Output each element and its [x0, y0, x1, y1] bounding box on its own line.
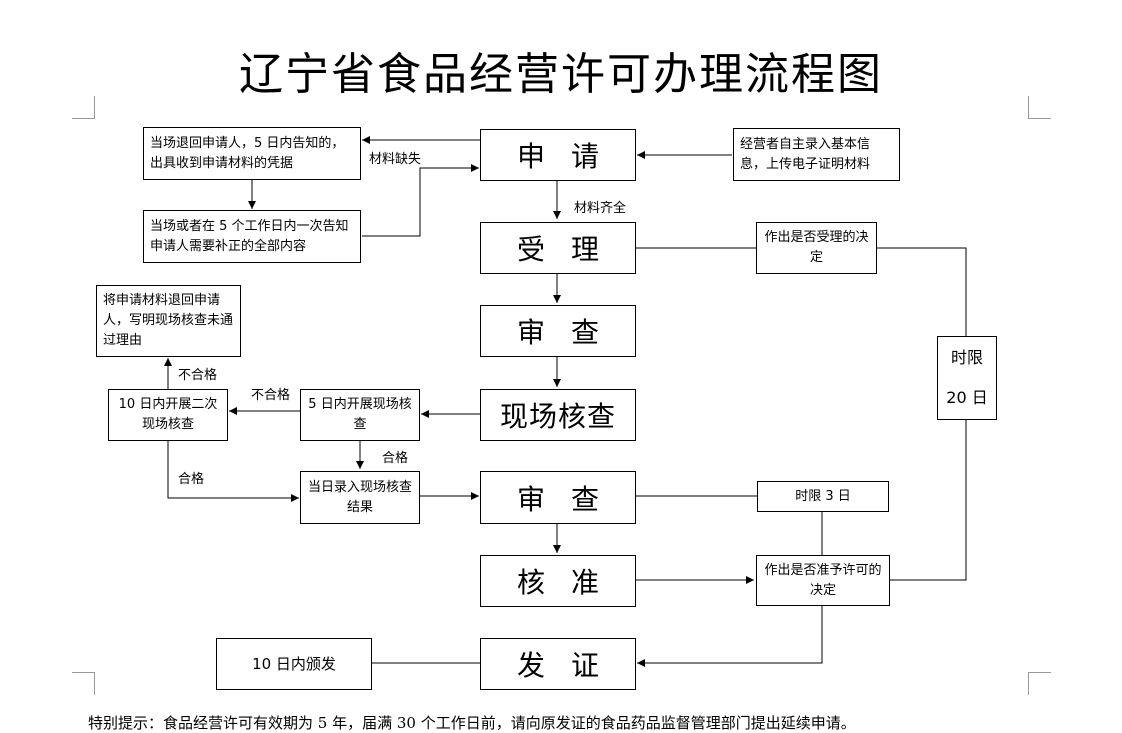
edge-label-fail-2: 不合格 — [251, 388, 291, 403]
edge-time-limit-bottom — [890, 420, 967, 581]
step-issue: 发证 — [480, 638, 636, 690]
note-second-check: 10 日内开展二次现场核查 — [108, 389, 228, 441]
note-notify-supplement: 当场或者在 5 个工作日内一次告知申请人需要补正的全部内容 — [143, 210, 361, 263]
note-accept-decision: 作出是否受理的决定 — [756, 222, 877, 274]
edge-label-pass-1: 合格 — [382, 451, 409, 466]
note-return-materials: 将申请材料退回申请人，写明现场核查未通过理由 — [96, 285, 241, 357]
corner-mark-top-left — [72, 96, 95, 119]
note-five-day-check: 5 日内开展现场核查 — [300, 389, 420, 441]
note-return-applicant: 当场退回申请人，5 日内告知的，出具收到申请材料的凭据 — [143, 127, 361, 180]
step-onsite-check: 现场核查 — [480, 389, 636, 441]
time-limit-box: 时限 20 日 — [937, 336, 997, 420]
edge-decision-to-issue — [637, 606, 823, 667]
corner-mark-bottom-right — [1028, 672, 1051, 695]
edge-label-complete: 材料齐全 — [574, 201, 627, 216]
edge-notify-to-apply — [362, 164, 479, 237]
step-review-2: 审查 — [480, 471, 636, 524]
page-title: 辽宁省食品经营许可办理流程图 — [239, 49, 883, 100]
step-review: 审查 — [480, 305, 636, 357]
edge-second-to-entry — [167, 440, 299, 502]
note-same-day-entry: 当日录入现场核查结果 — [300, 471, 420, 524]
corner-mark-top-right — [1028, 96, 1051, 119]
edge-time-limit-top — [877, 247, 967, 336]
step-accept: 受理 — [480, 222, 636, 274]
footer-notice: 特别提示：食品经营许可有效期为 5 年，届满 30 个工作日前，请向原发证的食品… — [88, 714, 856, 732]
time-limit-value: 20 日 — [946, 388, 988, 407]
note-limit-3-days: 时限 3 日 — [757, 481, 889, 512]
note-approve-decision: 作出是否准予许可的决定 — [756, 555, 890, 606]
note-operator-input: 经营者自主录入基本信息，上传电子证明材料 — [733, 128, 900, 181]
step-apply: 申请 — [480, 129, 636, 181]
note-issue-10-days: 10 日内颁发 — [216, 638, 372, 690]
time-limit-label: 时限 — [950, 348, 983, 367]
edge-label-pass-2: 合格 — [178, 472, 205, 487]
edge-label-fail-1: 不合格 — [178, 368, 218, 383]
corner-mark-bottom-left — [72, 672, 95, 695]
step-approve: 核准 — [480, 555, 636, 607]
edge-label-missing: 材料缺失 — [369, 152, 422, 167]
